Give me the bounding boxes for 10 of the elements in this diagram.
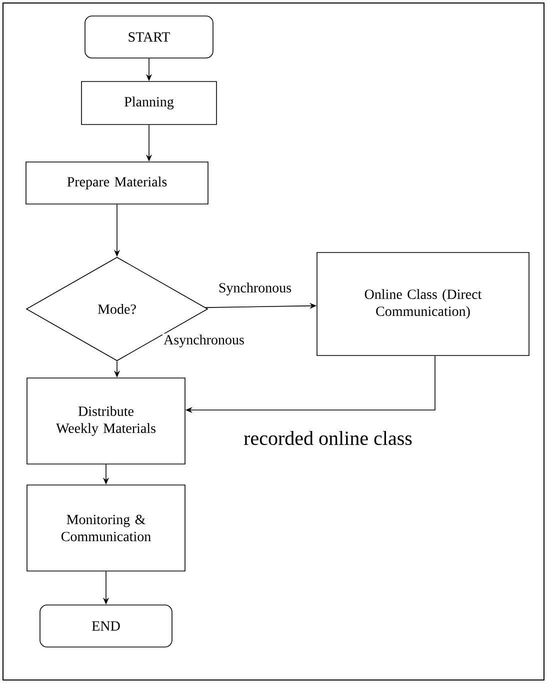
process-box: Prepare Materials xyxy=(26,162,208,204)
process-box: Distribute Weekly Materials xyxy=(26,378,186,464)
terminal-box: START xyxy=(84,16,214,58)
edge-label: Asynchronous xyxy=(162,334,246,348)
edge-label: Synchronous xyxy=(217,282,293,296)
process-box: Planning xyxy=(81,81,217,125)
process-box: Monitoring & Communication xyxy=(26,484,186,572)
process-box: Online Class (Direct Communication) xyxy=(316,252,530,356)
edge-label: recorded online class xyxy=(242,430,414,446)
terminal-box: END xyxy=(40,604,172,648)
